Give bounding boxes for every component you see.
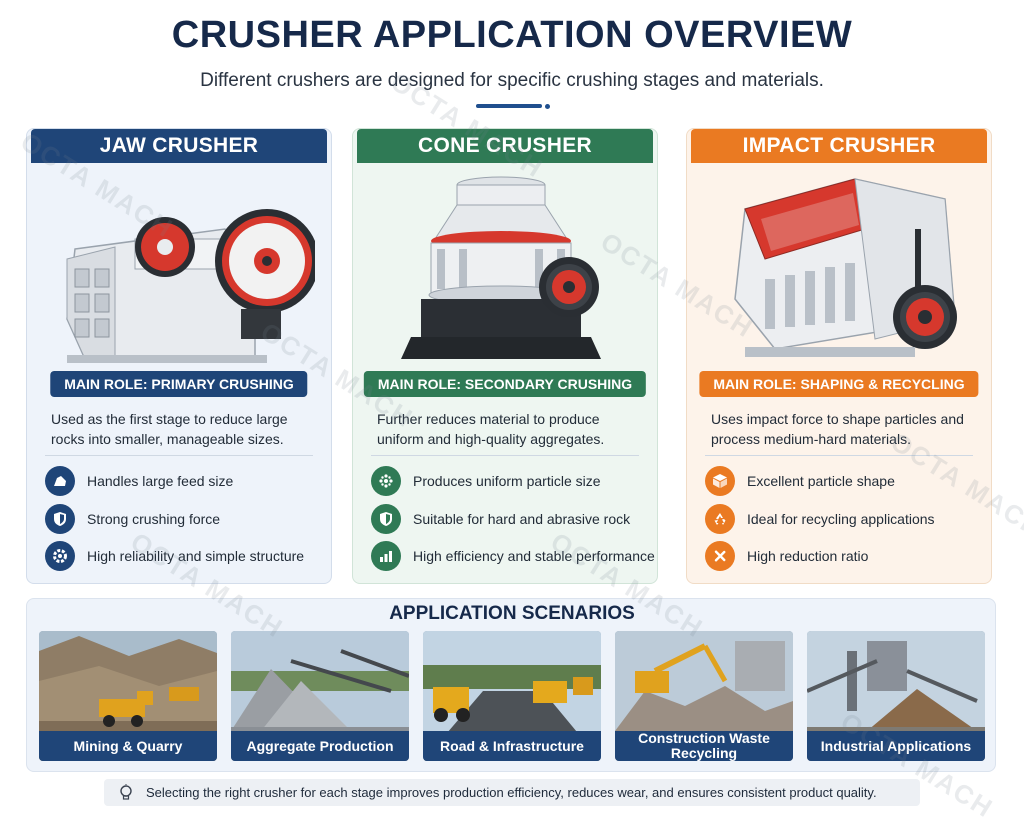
- recycle-icon: [705, 504, 735, 534]
- jaw-feature-1: Handles large feed size: [45, 465, 233, 497]
- impact-crusher-divider: [705, 455, 973, 456]
- jaw-feature-2-text: Strong crushing force: [87, 511, 221, 527]
- jaw-crusher-divider: [45, 455, 313, 456]
- scenario-label: Road & Infrastructure: [423, 731, 601, 761]
- page-title: CRUSHER APPLICATION OVERVIEW: [171, 14, 853, 56]
- particles-icon: [371, 466, 401, 496]
- shield-icon: [371, 504, 401, 534]
- impact-feature-3-text: High reduction ratio: [747, 548, 869, 564]
- cone-feature-3-text: High efficiency and stable performance: [413, 548, 655, 564]
- impact-crusher-image: [734, 178, 957, 357]
- jaw-crusher-description: Used as the first stage to reduce large …: [51, 411, 288, 447]
- cube-icon: [705, 466, 735, 496]
- jaw-crusher-title: JAW CRUSHER: [31, 129, 327, 163]
- scenario-mining-quarry: Mining & Quarry: [39, 631, 217, 761]
- jaw-crusher-role-badge: MAIN ROLE: PRIMARY CRUSHING: [50, 371, 308, 397]
- scenario-industrial-applications: Industrial Applications: [807, 631, 985, 761]
- impact-crusher-description: Uses impact force to shape particles and…: [711, 411, 964, 447]
- cone-feature-1-text: Produces uniform particle size: [413, 473, 601, 489]
- footer-tip-text: Selecting the right crusher for each sta…: [146, 785, 877, 800]
- application-scenarios-title: APPLICATION SCENARIOS: [389, 603, 635, 624]
- title-divider: [476, 104, 542, 108]
- shield-icon: [45, 504, 75, 534]
- cone-feature-2-text: Suitable for hard and abrasive rock: [413, 511, 631, 527]
- impact-crusher-role-badge: MAIN ROLE: SHAPING & RECYCLING: [699, 371, 979, 397]
- scenario-label: Aggregate Production: [231, 731, 409, 761]
- lightbulb-icon: [116, 783, 136, 803]
- scenario-label: Construction Waste Recycling: [615, 731, 793, 761]
- scenario-aggregate-production: Aggregate Production: [231, 631, 409, 761]
- cone-crusher-title: CONE CRUSHER: [357, 129, 653, 163]
- jaw-crusher-card: JAW CRUSHER MAIN ROLE: PRIMARY CRUSHING …: [26, 128, 332, 584]
- scenario-label: Mining & Quarry: [39, 731, 217, 761]
- impact-feature-2-text: Ideal for recycling applications: [747, 511, 935, 527]
- jaw-feature-1-text: Handles large feed size: [87, 473, 234, 489]
- impact-crusher-card: IMPACT CRUSHER MAIN ROLE: SHAPING & RECY…: [686, 128, 992, 584]
- scenario-construction-waste-recycling: Construction Waste Recycling: [615, 631, 793, 761]
- cone-feature-3: High efficiency and stable performance: [371, 540, 655, 572]
- rock-icon: [45, 466, 75, 496]
- title-divider-dot: [545, 104, 550, 109]
- chart-icon: [371, 541, 401, 571]
- page-subtitle: Different crushers are designed for spec…: [200, 70, 824, 91]
- scenario-label: Industrial Applications: [807, 731, 985, 761]
- cone-feature-2: Suitable for hard and abrasive rock: [371, 503, 630, 535]
- impact-feature-2: Ideal for recycling applications: [705, 503, 935, 535]
- gear-icon: [45, 541, 75, 571]
- scenario-road-infrastructure: Road & Infrastructure: [423, 631, 601, 761]
- footer-tip: Selecting the right crusher for each sta…: [104, 779, 920, 806]
- cone-crusher-card: CONE CRUSHER MAIN ROLE: SECONDARY CRUSHI…: [352, 128, 658, 584]
- cone-crusher-description: Further reduces material to produce unif…: [377, 411, 605, 447]
- application-scenarios-section: APPLICATION SCENARIOS Mining & Quarry Ag…: [26, 598, 996, 772]
- jaw-feature-2: Strong crushing force: [45, 503, 220, 535]
- cone-crusher-divider: [371, 455, 639, 456]
- tools-icon: [705, 541, 735, 571]
- cone-crusher-role-badge: MAIN ROLE: SECONDARY CRUSHING: [363, 371, 647, 397]
- impact-crusher-title: IMPACT CRUSHER: [691, 129, 987, 163]
- impact-feature-3: High reduction ratio: [705, 540, 868, 572]
- cone-crusher-image: [401, 176, 601, 359]
- jaw-feature-3: High reliability and simple structure: [45, 540, 304, 572]
- cone-feature-1: Produces uniform particle size: [371, 465, 601, 497]
- impact-feature-1: Excellent particle shape: [705, 465, 895, 497]
- jaw-crusher-image: [66, 209, 315, 363]
- jaw-feature-3-text: High reliability and simple structure: [87, 548, 305, 564]
- impact-feature-1-text: Excellent particle shape: [747, 473, 895, 489]
